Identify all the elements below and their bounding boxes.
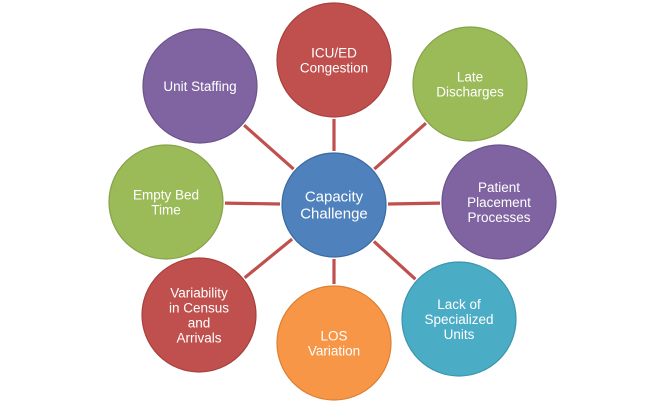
node-label-late-discharges-line: Discharges bbox=[436, 85, 504, 100]
node-circle-patient-placement-processes bbox=[441, 144, 557, 260]
node-label-patient-placement-processes-line: Placement bbox=[467, 195, 531, 210]
node-label-lack-of-specialized-units-line: Lack of bbox=[437, 297, 481, 312]
node-label-empty-bed-time-line: Time bbox=[151, 203, 181, 218]
node-label-variability-census-arrivals-line: Arrivals bbox=[176, 331, 221, 346]
connector-empty-bed-time bbox=[224, 201, 281, 206]
node-unit-staffing: Unit Staffing bbox=[142, 28, 258, 144]
node-label-patient-placement-processes-line: Patient bbox=[478, 180, 520, 195]
node-circle-unit-staffing bbox=[142, 28, 258, 144]
center-label-line: Challenge bbox=[300, 206, 368, 223]
node-label-lack-of-specialized-units-line: Specialized bbox=[424, 312, 493, 327]
node-label-lack-of-specialized-units-line: Units bbox=[444, 327, 475, 342]
node-circle-variability-census-arrivals bbox=[141, 257, 257, 373]
connector-late-discharges bbox=[373, 122, 427, 171]
node-circle-los-variation bbox=[276, 285, 392, 401]
node-circle-late-discharges bbox=[412, 26, 528, 142]
node-label-icu-ed-congestion-line: Congestion bbox=[300, 61, 368, 76]
node-label-unit-staffing-line: Unit Staffing bbox=[163, 79, 236, 94]
node-label-los-variation-line: Variation bbox=[308, 344, 360, 359]
node-label-variability-census-arrivals-line: and bbox=[188, 316, 211, 331]
center-circle bbox=[281, 152, 387, 258]
node-label-late-discharges-line: Late bbox=[457, 70, 483, 85]
node-circle-empty-bed-time bbox=[108, 144, 224, 260]
node-label-variability-census-arrivals-line: in Census bbox=[169, 301, 229, 316]
center-label-line: Capacity bbox=[305, 189, 364, 206]
node-label-variability-census-arrivals-line: Variability bbox=[170, 286, 228, 301]
node-label-unit-staffing: Unit Staffing bbox=[163, 79, 236, 94]
connector-lack-of-specialized-units bbox=[372, 240, 417, 281]
connector-patient-placement-processes bbox=[387, 201, 441, 206]
node-label-patient-placement-processes-line: Processes bbox=[467, 210, 530, 225]
node-circle-lack-of-specialized-units bbox=[401, 261, 517, 377]
node-label-icu-ed-congestion-line: ICU/ED bbox=[311, 46, 357, 61]
node-label-los-variation-line: LOS bbox=[320, 329, 347, 344]
node-label-empty-bed-time-line: Empty Bed bbox=[133, 188, 199, 203]
connector-variability-census-arrivals bbox=[243, 237, 294, 279]
connector-unit-staffing bbox=[243, 124, 295, 171]
node-circle-icu-ed-congestion bbox=[276, 2, 392, 118]
connectors bbox=[224, 119, 441, 284]
